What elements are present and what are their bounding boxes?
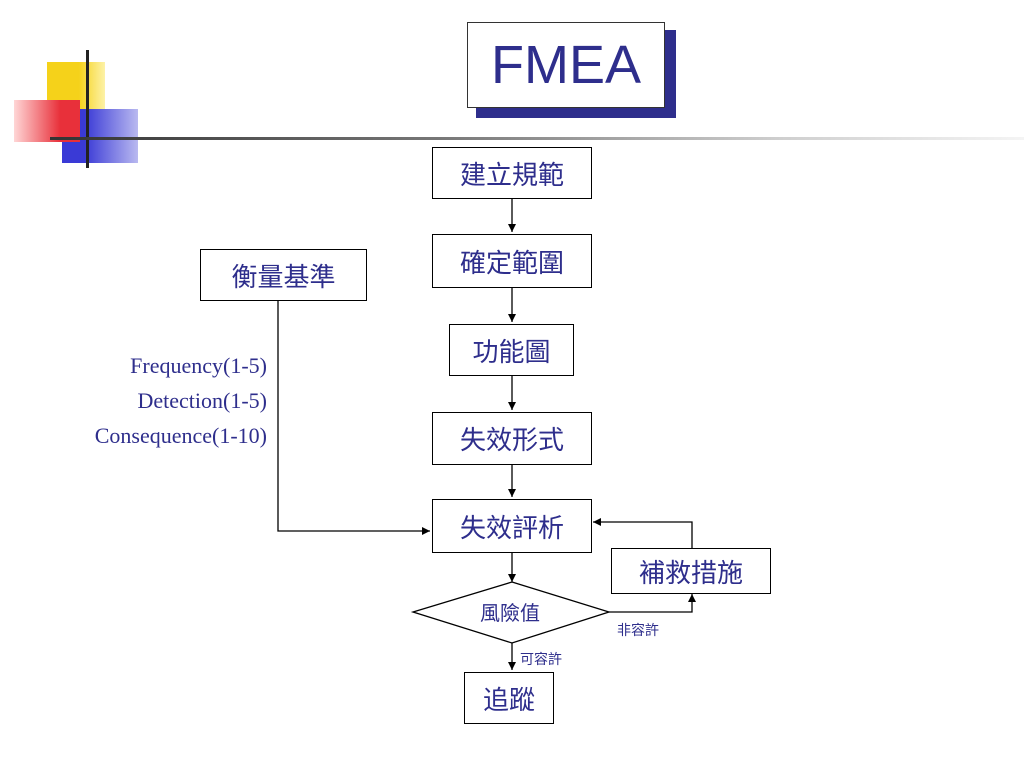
arrow-risk-to-remedial [609,594,696,613]
node-measure-basis: 衡量基準 [200,249,367,301]
node-failure-mode: 失效形式 [432,412,592,465]
deco-red-square [14,100,80,142]
risk-value-diamond [410,581,612,644]
edge-label-acceptable: 可容許 [520,652,562,668]
node-function-diagram: 功能圖 [449,324,574,376]
metric-frequency: Frequency(1-5) [130,353,267,378]
metric-detection: Detection(1-5) [137,388,268,413]
arrow-basis-to-eval [277,301,430,535]
deco-vertical-line [86,50,89,168]
metric-consequence: Consequence(1-10) [94,423,267,448]
edge-label-not-acceptable: 非容許 [617,623,659,639]
node-establish-spec: 建立規範 [432,147,592,199]
page-title: FMEA [467,22,665,108]
deco-horizontal-line [50,137,1024,140]
risk-value-label: 風險值 [480,601,540,625]
node-define-scope: 確定範圍 [432,234,592,288]
node-remedial-action: 補救措施 [611,548,771,594]
node-failure-eval: 失效評析 [432,499,592,553]
arrow-remedial-to-eval [593,518,693,548]
metrics-list: Frequency(1-5) Detection(1-5) Consequenc… [20,348,267,453]
node-tracking: 追蹤 [464,672,554,724]
